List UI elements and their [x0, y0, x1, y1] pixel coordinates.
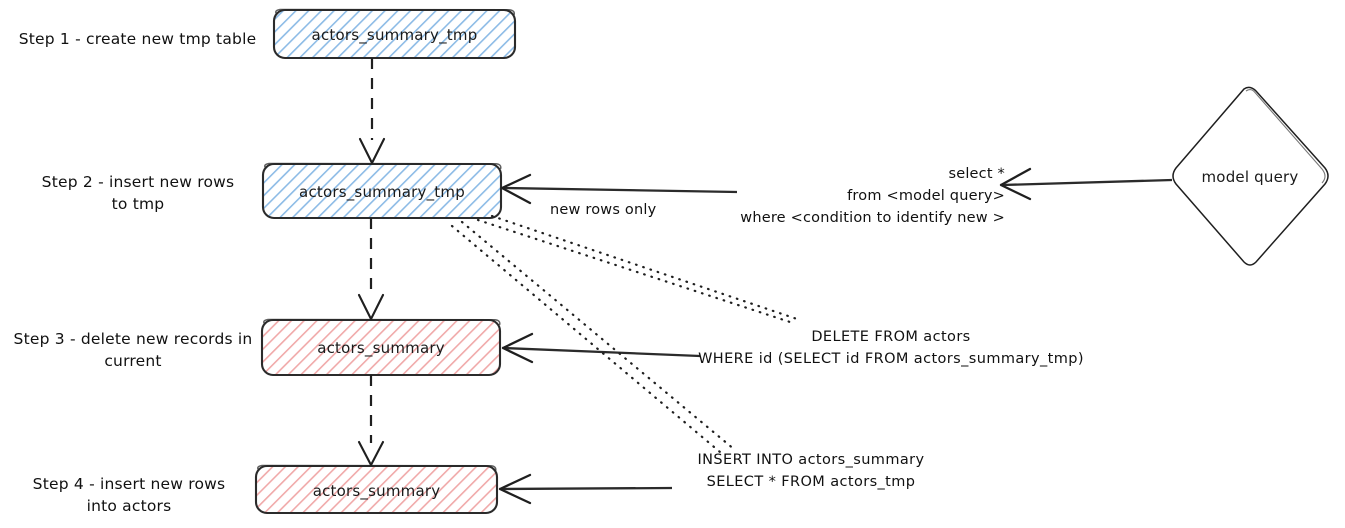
step-label-3-line1: Step 3 - delete new records in: [13, 330, 253, 348]
model-query-sql-line3: where <condition to identify new >: [740, 209, 1005, 226]
edge-label-delete-sql: DELETE FROM actors WHERE id (SELECT id F…: [686, 327, 1096, 371]
step-label-3: Step 3 - delete new records in current: [8, 328, 258, 373]
connector-step3-to-step4: [357, 375, 385, 467]
model-query-sql-line2: from <model query>: [847, 187, 1005, 204]
step-label-3-line2: current: [104, 352, 162, 371]
delete-sql-line1: DELETE FROM actors: [811, 329, 971, 345]
node-label-4: actors_summary: [312, 482, 441, 500]
node-label-model-query: model query: [1201, 168, 1299, 186]
arrow-insert-to-actors-summary: [498, 473, 673, 505]
step-label-1: Step 1 - create new tmp table: [10, 28, 265, 50]
step-label-2-line2: to tmp: [111, 195, 165, 214]
arrow-model-query-to-sql: [999, 167, 1173, 201]
delete-sql-line2: WHERE id (SELECT id FROM actors_summary_…: [698, 350, 1084, 367]
model-query-sql-line1: select *: [948, 166, 1005, 182]
step-label-2: Step 2 - insert new rows to tmp: [18, 171, 258, 216]
node-label-1: actors_summary_tmp: [311, 26, 478, 44]
insert-sql-line2: SELECT * FROM actors_tmp: [706, 473, 916, 490]
arrow-delete-to-actors-summary: [501, 332, 701, 364]
connector-step1-to-step2: [358, 58, 386, 165]
edge-label-new-rows-only: new rows only: [550, 202, 657, 218]
node-label-3: actors_summary: [317, 339, 445, 357]
step-label-1-line1: Step 1 - create new tmp table: [18, 30, 257, 48]
edge-label-insert-sql: INSERT INTO actors_summary SELECT * FROM…: [684, 450, 938, 494]
step-label-4-line1: Step 4 - insert new rows: [32, 475, 226, 493]
edge-label-model-query-sql: select * from <model query> where <condi…: [700, 164, 1005, 229]
step-label-4-line2: into actors: [86, 497, 172, 516]
insert-sql-line1: INSERT INTO actors_summary: [697, 452, 925, 468]
connector-step2-to-step3: [357, 218, 385, 321]
step-label-2-line1: Step 2 - insert new rows: [41, 173, 235, 191]
node-label-2: actors_summary_tmp: [299, 183, 465, 201]
step-label-4: Step 4 - insert new rows into actors: [14, 473, 244, 518]
